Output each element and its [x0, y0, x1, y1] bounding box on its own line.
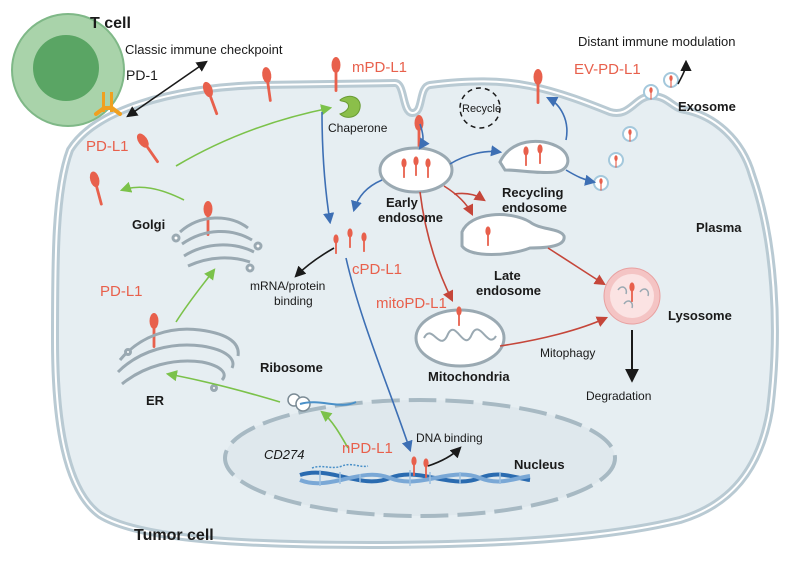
late-endosome-label-line1: Late [494, 268, 521, 283]
recycling-endosome-label-line1: Recycling [502, 185, 563, 200]
pdl1-surface-label: PD-L1 [86, 138, 129, 155]
recycling-endosome-label-line2: endosome [502, 200, 567, 215]
cpdl1-label: cPD-L1 [352, 261, 402, 278]
plasma-label: Plasma [696, 220, 742, 235]
recycling-endosome [498, 139, 570, 175]
nucleus-label: Nucleus [514, 457, 565, 472]
late-endosome-label-line2: endosome [476, 283, 541, 298]
early-endosome-label-line1: Early [386, 195, 419, 210]
tumor-cell [50, 77, 779, 550]
golgi-label: Golgi [132, 217, 165, 232]
distant-modulation-label: Distant immune modulation [578, 34, 736, 49]
ribosome-icon [287, 393, 357, 412]
mrna-binding-label-line1: mRNA/protein [250, 279, 325, 293]
pd1-label: PD-1 [126, 67, 158, 83]
early-endosome [378, 146, 454, 194]
mitopdl1-label: mitoPD-L1 [376, 295, 447, 312]
classic-checkpoint-label: Classic immune checkpoint [125, 42, 283, 57]
early-endosome-label-line2: endosome [378, 210, 443, 225]
recycle-label: Recycle [462, 103, 501, 115]
exosome-label: Exosome [678, 99, 736, 114]
tumor-cell-label: Tumor cell [134, 527, 214, 544]
degradation-label: Degradation [586, 389, 651, 403]
cd274-label: CD274 [264, 447, 304, 462]
mitochondria [414, 308, 506, 368]
mitophagy-label: Mitophagy [540, 346, 595, 360]
exosomes [593, 72, 679, 191]
ribosome-label: Ribosome [260, 360, 323, 375]
ev-pdl1-label: EV-PD-L1 [574, 61, 641, 78]
chaperone-label: Chaperone [328, 121, 388, 135]
arrows [119, 59, 692, 467]
pdl1-cytoplasm-label: PD-L1 [100, 283, 143, 300]
mrna-binding-label-line2: binding [274, 294, 313, 308]
chaperone-icon [339, 95, 361, 118]
er-label: ER [146, 393, 165, 408]
t-cell [11, 13, 125, 127]
endoplasmic-reticulum [116, 327, 240, 392]
t-cell-label: T cell [90, 15, 131, 32]
lysosome-label: Lysosome [668, 308, 732, 323]
mpdl1-label: mPD-L1 [352, 59, 407, 76]
mitochondria-label: Mitochondria [428, 369, 510, 384]
dna-helix-icon [299, 463, 531, 486]
recycle-loop-icon [459, 87, 501, 129]
golgi-apparatus [171, 216, 263, 273]
pd1-receptor [94, 92, 122, 116]
dna-binding-label: DNA binding [416, 431, 483, 445]
late-endosome [460, 213, 566, 256]
nucleus [223, 398, 617, 518]
npdl1-label: nPD-L1 [342, 440, 393, 457]
